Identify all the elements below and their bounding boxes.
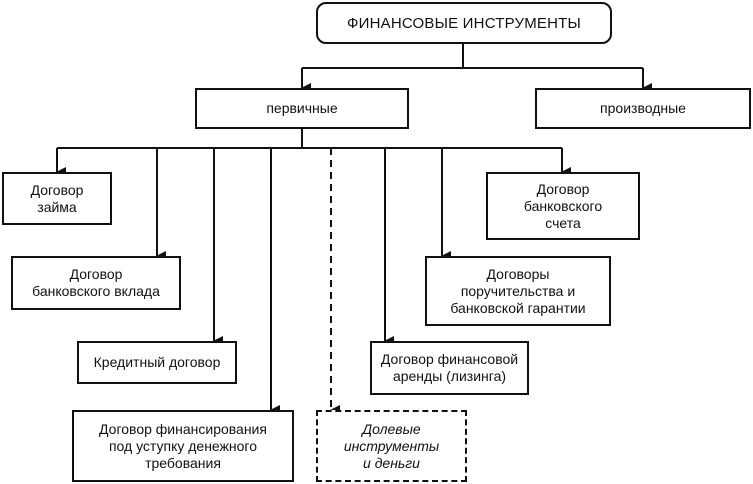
primary-box: первичные [195,88,409,129]
loan-label: Договор займа [30,181,84,215]
derivative-box: производные [535,88,751,129]
equity-box: Долевые инструменты и деньги [316,410,467,482]
account-label: Договор банковского счета [523,180,603,231]
credit-box: Кредитный договор [77,341,237,384]
loan-box: Договор займа [2,172,112,225]
guarantee-box: Договоры поручительства и банковской гар… [425,256,611,326]
factoring-label: Договор финансирования под уступку денеж… [99,420,267,471]
root-box: ФИНАНСОВЫЕ ИНСТРУМЕНТЫ [316,2,612,44]
leasing-box: Договор финансовой аренды (лизинга) [370,341,529,395]
root-label: ФИНАНСОВЫЕ ИНСТРУМЕНТЫ [347,14,581,32]
factoring-box: Договор финансирования под уступку денеж… [72,410,294,482]
credit-label: Кредитный договор [93,354,221,370]
primary-connector [56,129,571,415]
deposit-label: Договор банковского вклада [32,266,160,299]
equity-label: Долевые инструменты и деньги [343,420,440,471]
leasing-label: Договор финансовой аренды (лизинга) [380,351,519,384]
guarantee-label: Договоры поручительства и банковской гар… [450,265,586,316]
account-box: Договор банковского счета [486,172,640,240]
primary-label: первичные [266,100,338,116]
root-connector [301,44,652,93]
deposit-box: Договор банковского вклада [11,256,181,310]
derivative-label: производные [600,100,686,116]
